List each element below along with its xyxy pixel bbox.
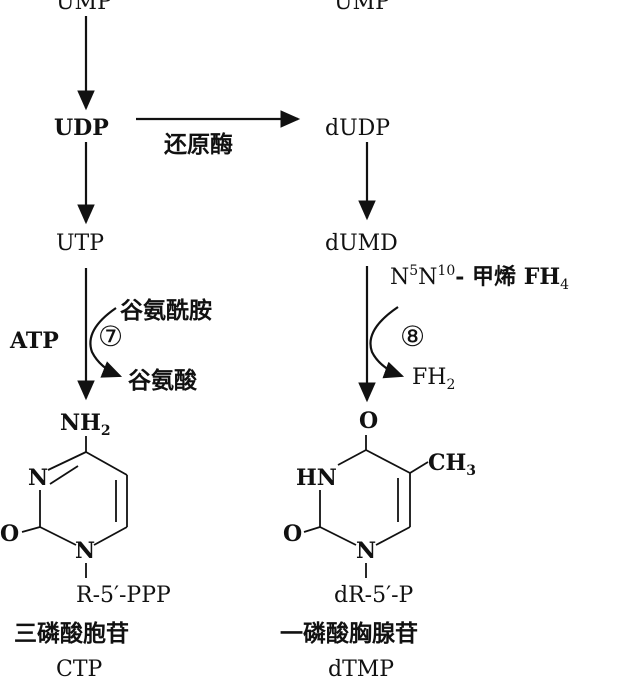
reductase-label: 还原酶 (164, 131, 233, 158)
nh2-group: NH2 (60, 410, 111, 439)
ump-left-label: UMP (56, 0, 112, 15)
glutamate-label: 谷氨酸 (128, 367, 198, 394)
atp-label: ATP (9, 328, 59, 354)
ctp-chinese-name: 三磷酸胞苷 (14, 620, 129, 647)
ump-right-label: UMP (334, 0, 390, 15)
ring-hn: HN (296, 465, 337, 491)
ring-n1: N (75, 538, 95, 564)
fh2-label: FH2 (412, 365, 455, 393)
step-8-badge: ⑧ (400, 320, 425, 353)
step-7-badge: ⑦ (98, 320, 123, 353)
dudp-label: dUDP (325, 116, 390, 141)
curved-arrow-7 (89, 307, 123, 378)
udp-label: UDP (54, 115, 109, 141)
ring-carbonyl-o-right: O (283, 521, 302, 547)
cofactor-label: N5N10- 甲烯 FH4 (390, 263, 569, 293)
dtmp-label: dTMP (328, 657, 394, 680)
ring-n1-right: N (356, 538, 376, 564)
dtmp-chinese-name: 一磷酸胸腺苷 (280, 620, 418, 647)
glutamine-label: 谷氨酰胺 (120, 297, 212, 324)
ctp-substituent: R-5′-PPP (76, 583, 171, 608)
ring-n3: N (28, 465, 48, 491)
dump-label: dUMD (325, 231, 398, 256)
ctp-label: CTP (56, 657, 103, 680)
curved-arrow-8 (369, 306, 405, 379)
dtmp-substituent: dR-5′-P (334, 583, 414, 608)
methyl-group: CH3 (428, 450, 476, 479)
ring-o-top: O (359, 408, 378, 434)
utp-label: UTP (56, 231, 104, 256)
ring-carbonyl-o: O (0, 521, 19, 547)
